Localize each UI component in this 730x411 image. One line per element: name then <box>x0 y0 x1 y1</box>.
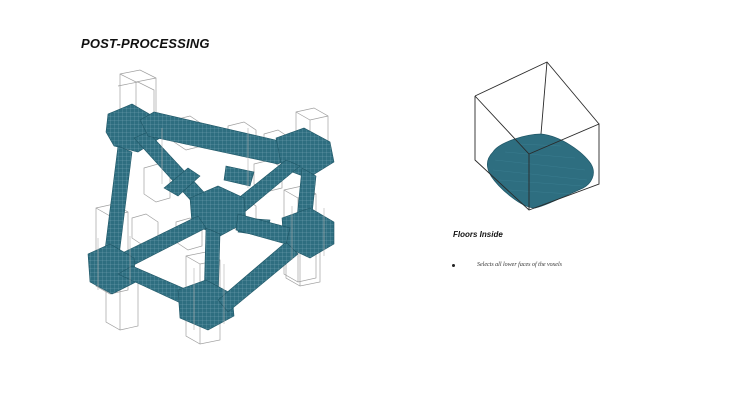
bullet-list: Selects all lower faces of the voxels <box>452 262 562 268</box>
cube-floor-face-icon <box>474 61 600 211</box>
floor-face <box>487 133 594 209</box>
bullet-text: Selects all lower faces of the voxels <box>477 262 562 268</box>
slide-title: POST-PROCESSING <box>81 36 210 51</box>
voxel-mass <box>87 103 335 331</box>
bullet-dot-icon <box>452 263 455 267</box>
voxel-lattice-structure-icon <box>87 69 335 345</box>
bullet-item: Selects all lower faces of the voxels <box>452 262 562 268</box>
section-heading: Floors Inside <box>453 230 503 239</box>
